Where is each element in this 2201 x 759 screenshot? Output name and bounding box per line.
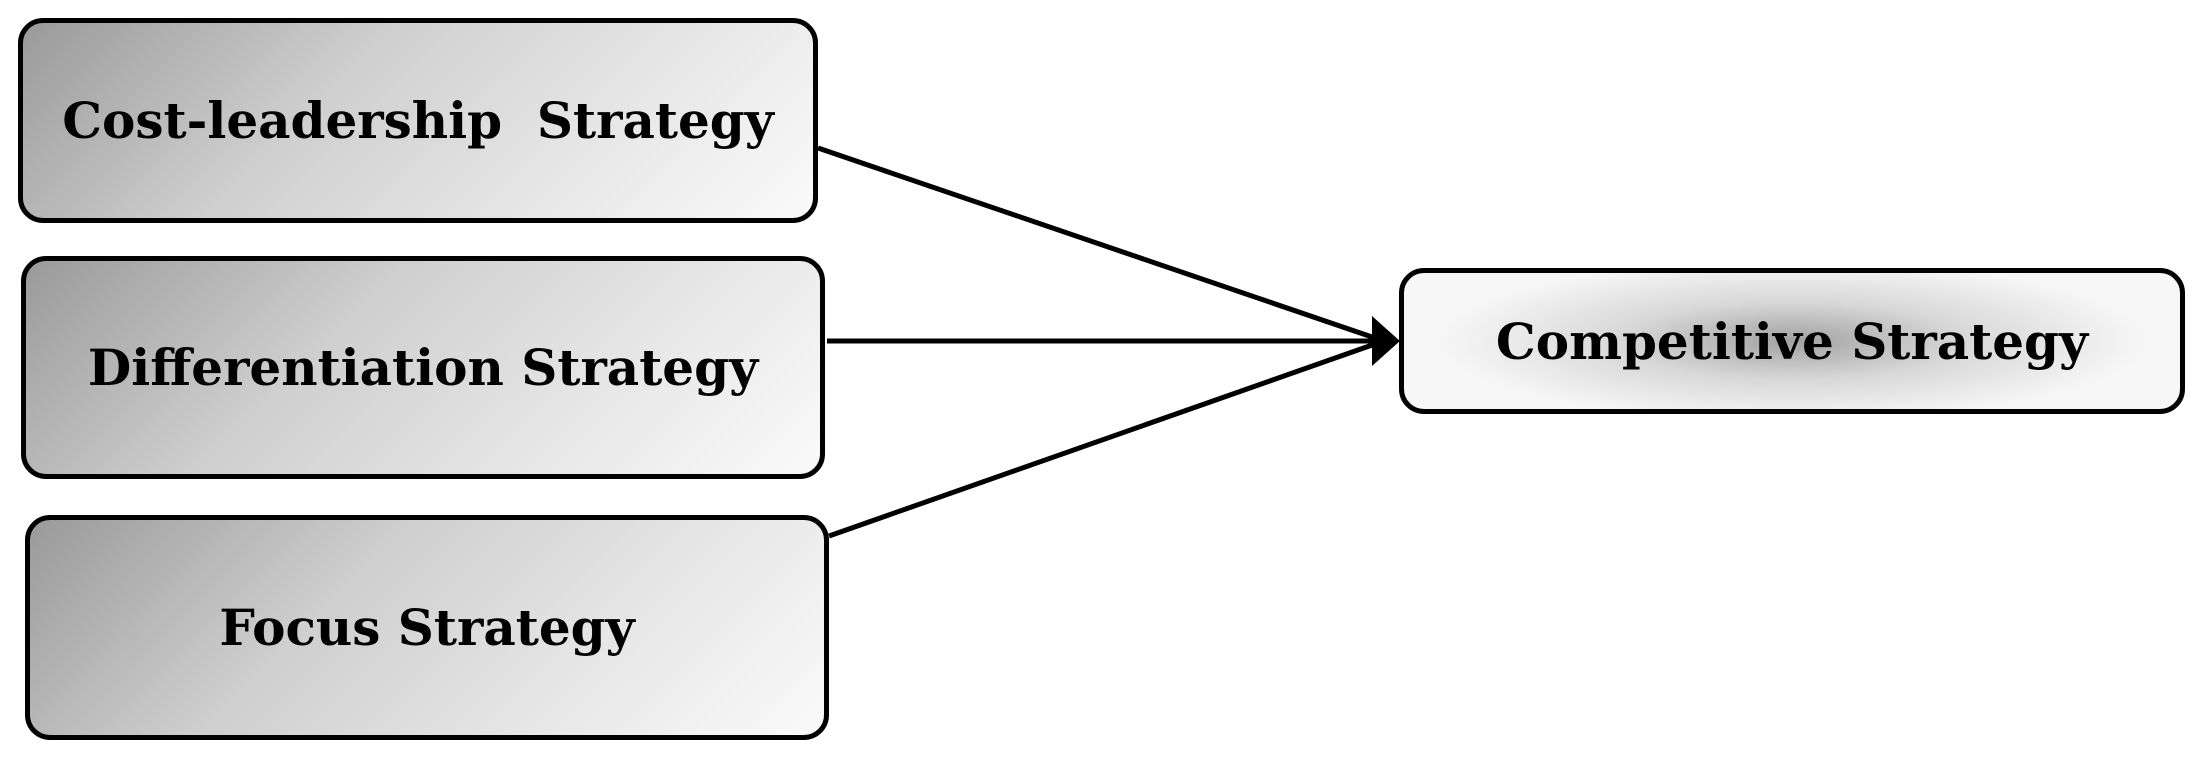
differentiation-strategy-box: Differentiation Strategy [21, 256, 825, 479]
arrow-cost-to-competitive [817, 145, 1376, 341]
focus-strategy-label: Focus Strategy [219, 598, 635, 657]
arrowhead-icon [1372, 316, 1400, 366]
competitive-strategy-label: Competitive Strategy [1495, 311, 2089, 371]
differentiation-strategy-label: Differentiation Strategy [87, 338, 759, 397]
competitive-strategy-box: Competitive Strategy [1399, 268, 2185, 414]
cost-leadership-strategy-box: Cost-leadership Strategy [18, 18, 818, 223]
cost-leadership-strategy-label: Cost-leadership Strategy [62, 91, 774, 150]
arrow-focus-to-competitive [828, 341, 1376, 539]
focus-strategy-box: Focus Strategy [25, 515, 829, 740]
